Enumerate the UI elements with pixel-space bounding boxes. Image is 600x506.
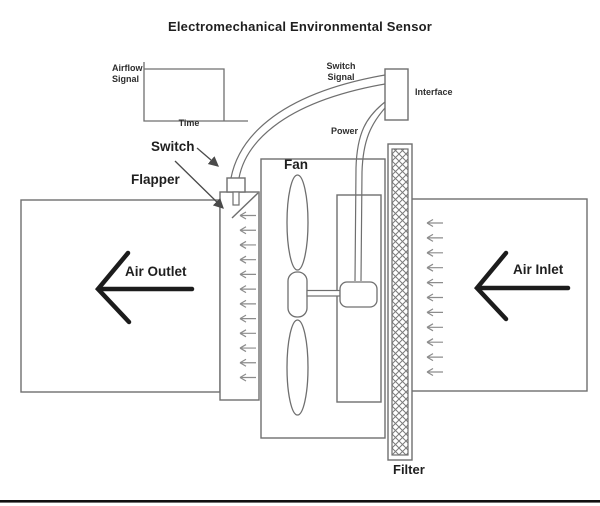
fan-label: Fan: [284, 157, 309, 172]
inset-chart-ylabel: Airflow Signal: [112, 63, 143, 84]
flow-arrow-icon: [239, 255, 256, 264]
flow-arrow-icon: [426, 248, 443, 257]
switch-signal-label-line1: Switch: [326, 61, 356, 71]
flow-arrow-icon: [239, 240, 256, 249]
flow-arrow-icon: [239, 285, 256, 294]
switch-box: [226, 177, 246, 193]
flow-arrow-icon: [239, 373, 256, 382]
flow-arrow-icon: [239, 270, 256, 279]
flow-arrow-icon: [426, 263, 443, 272]
switch-label: Switch: [151, 139, 195, 154]
filter-label: Filter: [393, 462, 425, 477]
bottom-rule: [0, 500, 600, 503]
power-wire-2: [360, 107, 386, 282]
flow-arrow-icon: [426, 308, 443, 317]
switch-signal-label: Switch Signal: [316, 61, 366, 82]
inlet-flow-arrows: [426, 218, 443, 377]
flow-arrow-icon: [426, 338, 443, 347]
switch-pointer-arrow-icon: [196, 147, 219, 167]
flow-arrow-icon: [239, 299, 256, 308]
air-outlet-duct: [20, 199, 221, 393]
air-inlet-arrow-icon: [474, 250, 571, 322]
fan-shaft: [306, 289, 341, 297]
switch-signal-wire-1: [230, 74, 386, 179]
fan-blade-top: [286, 174, 309, 271]
flow-arrow-icon: [239, 344, 256, 353]
flow-arrow-icon: [426, 278, 443, 287]
flow-arrow-icon: [239, 226, 256, 235]
switch-signal-wire-2: [238, 83, 386, 179]
air-outlet-arrow-icon: [94, 250, 195, 325]
page-title: Electromechanical Environmental Sensor: [167, 19, 433, 34]
switch-stem: [232, 191, 240, 206]
fan-motor: [339, 281, 378, 308]
filter-hatch: [391, 148, 409, 456]
inset-chart-xlabel: Time: [178, 118, 200, 128]
flow-arrow-icon: [239, 329, 256, 338]
flow-arrow-icon: [426, 323, 443, 332]
flapper-label: Flapper: [131, 172, 180, 187]
flow-arrow-icon: [426, 293, 443, 302]
inset-chart-axes: [143, 62, 248, 122]
interface-label: Interface: [415, 87, 453, 97]
power-label: Power: [331, 126, 359, 136]
inset-chart-ylabel-line1: Airflow: [112, 63, 143, 73]
flapper-line: [231, 192, 259, 219]
flow-arrow-icon: [426, 218, 443, 228]
fan-blade-bottom: [286, 319, 309, 416]
fan-hub: [287, 271, 308, 318]
air-outlet-label: Air Outlet: [125, 264, 187, 279]
interface-box: [384, 68, 409, 121]
flapper-pointer-arrow-icon: [174, 160, 224, 209]
channel-flow-arrows: [239, 211, 256, 382]
air-inlet-label: Air Inlet: [513, 262, 564, 277]
air-inlet-duct: [409, 198, 588, 392]
flow-arrow-icon: [239, 211, 256, 220]
flow-arrow-icon: [239, 314, 256, 323]
inset-chart-pulse: [144, 68, 225, 121]
switch-signal-label-line2: Signal: [327, 71, 355, 82]
flow-arrow-icon: [426, 233, 443, 242]
flow-arrow-icon: [426, 367, 443, 377]
flow-arrow-icon: [239, 358, 256, 367]
flow-arrow-icon: [426, 353, 443, 362]
power-wire-1: [354, 101, 386, 282]
inset-chart-ylabel-line2: Signal: [112, 73, 140, 84]
flapper-channel: [219, 191, 260, 401]
